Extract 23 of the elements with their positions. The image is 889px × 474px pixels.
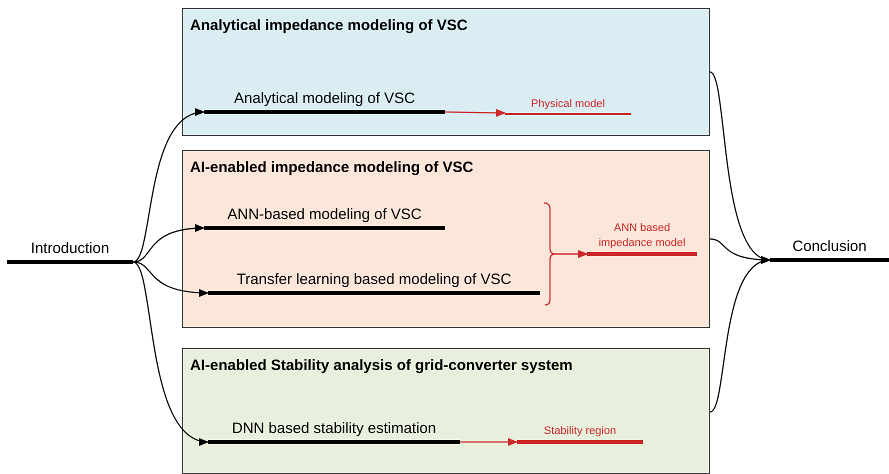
topic-label: ANN based impedance model [598,221,686,251]
topic-label: Transfer learning based modeling of VSC [236,271,512,289]
section-heading: Analytical impedance modeling of VSC [190,16,468,36]
topic-label: ANN-based modeling of VSC [227,206,422,224]
topic-label: Stability region [544,424,616,439]
section-panel [182,348,710,474]
arrow [544,250,588,306]
topic-label: DNN based stability estimation [232,420,436,438]
section-heading: AI-enabled impedance modeling of VSC [190,158,474,178]
arrow [132,110,205,262]
section-heading: AI-enabled Stability analysis of grid-converter system [190,356,573,376]
topic-label: Analytical modeling of VSC [234,90,415,108]
topic-label: Conclusion [792,238,867,256]
section-panel [182,8,710,136]
section-panel [182,150,710,328]
arrow [460,438,518,446]
arrow [132,261,209,297]
arrow [444,108,506,117]
arrow [132,262,209,444]
arrow [710,258,771,412]
arrow [132,224,205,263]
topic-label: Introduction [30,240,110,258]
topic-label: Physical model [531,97,605,112]
